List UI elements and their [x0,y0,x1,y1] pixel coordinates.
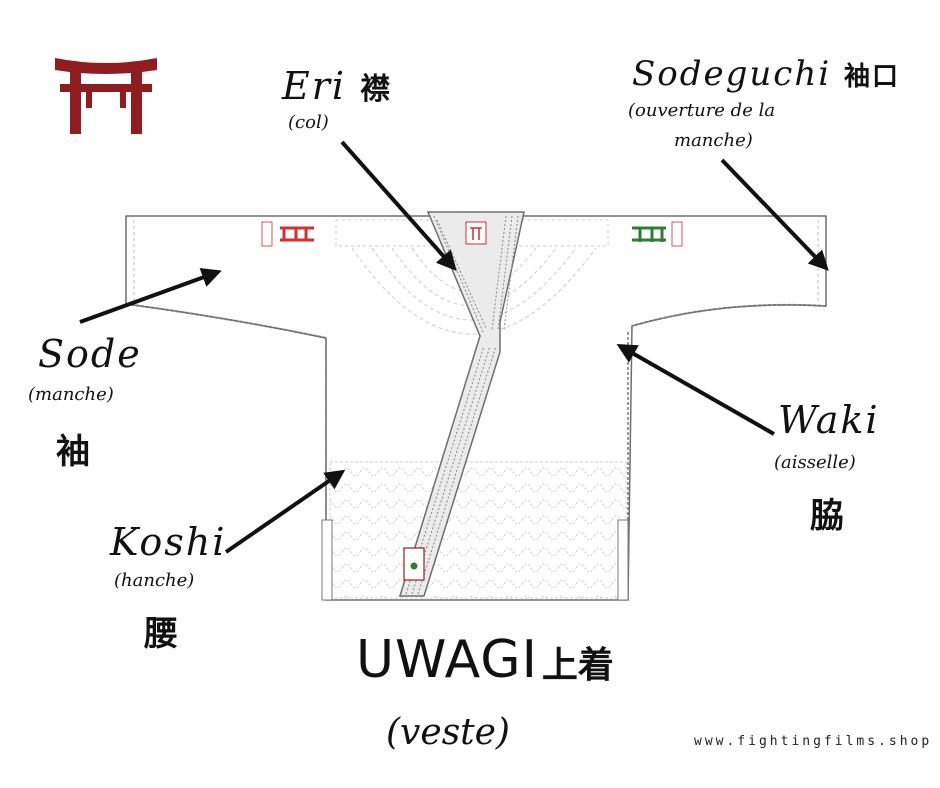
sodeguchi-kanji: 袖口 [843,62,900,92]
koshi-kanji: 腰 [144,614,178,654]
sode-kanji: 袖 [56,432,90,472]
arrow-koshi [224,469,346,554]
waki-translation: (aisselle) [774,452,856,473]
sodeguchi-romaji: Sodeguchi [632,54,832,94]
sodeguchi-label: Sodeguchi 袖口 [632,54,900,94]
title-romaji: UWAGI [356,630,538,690]
arrow-eri [340,140,457,271]
koshi-romaji: Koshi [110,520,227,564]
waki-romaji: Waki [778,398,880,442]
arrow-waki [616,344,775,436]
sodeguchi-translation-line1: (ouverture de la [628,100,776,121]
eri-label: Eri 襟 [282,64,392,108]
eri-kanji: 襟 [360,72,393,107]
skirt-weave [321,461,629,601]
sodeguchi-translation-line2: manche) [674,130,753,151]
waki-kanji: 脇 [810,496,844,536]
arrow-sode [79,268,222,324]
title-translation: (veste) [386,712,510,753]
eri-translation: (col) [288,112,329,133]
title-kanji: 上着 [541,645,614,686]
page-title: UWAGI 上着 [356,630,614,690]
sode-romaji: Sode [38,332,142,376]
sleeve-patch-right [632,221,683,247]
koshi-translation: (hanche) [114,570,195,591]
sode-translation: (manche) [28,384,114,405]
arrow-sodeguchi [720,158,829,271]
lapel-band [398,211,525,597]
eri-romaji: Eri [282,64,347,108]
torii-gate-icon [55,58,157,134]
sleeve-patch-left [261,221,314,247]
website-url: www.fightingfilms.shop [694,734,933,749]
